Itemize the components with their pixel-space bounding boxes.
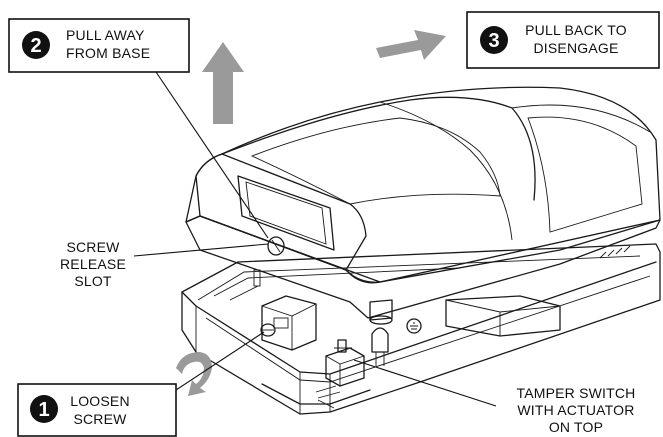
leader-tamper xyxy=(353,359,497,407)
loosen-rotate-arrow xyxy=(176,352,212,396)
screw-bracket xyxy=(261,295,317,351)
step-2-line1: PULL AWAY xyxy=(66,27,145,43)
tamper-switch xyxy=(325,339,365,387)
tamper-line1: TAMPER SWITCH xyxy=(516,385,635,401)
screw-release-line1: SCREW xyxy=(66,239,120,255)
loosen-screw xyxy=(260,323,276,337)
step-1-badge-icon xyxy=(30,395,58,423)
ground-symbol xyxy=(406,318,422,334)
step-3-line1: PULL BACK TO xyxy=(525,22,627,38)
tamper-switch-label: TAMPER SWITCH WITH ACTUATOR ON TOP xyxy=(516,385,635,435)
step-2-line2: FROM BASE xyxy=(66,45,150,61)
screw-release-line2: RELEASE xyxy=(60,256,126,272)
leader-screw-release xyxy=(133,243,269,257)
step-1-line2: SCREW xyxy=(73,411,127,427)
tamper-line3: ON TOP xyxy=(549,419,603,435)
led-component xyxy=(371,327,389,366)
step-1-line1: LOOSEN xyxy=(70,393,130,409)
pull-up-arrow xyxy=(202,42,244,124)
step-3-number: 3 xyxy=(488,30,499,52)
tamper-line2: WITH ACTUATOR xyxy=(517,402,634,418)
pull-back-arrow xyxy=(376,30,446,60)
detector-cover xyxy=(185,86,661,325)
screw-release-label: SCREW RELEASE SLOT xyxy=(60,239,126,289)
step-3-badge-icon xyxy=(480,26,508,54)
step-3-callout: 3 PULL BACK TO DISENGAGE xyxy=(466,11,660,69)
screw-release-line3: SLOT xyxy=(74,273,112,289)
step-2-callout: 2 PULL AWAY FROM BASE xyxy=(8,18,190,73)
step-2-badge-icon xyxy=(22,31,50,59)
leader-step2 xyxy=(155,71,269,239)
step-1-callout: 1 LOOSEN SCREW xyxy=(17,383,177,437)
step-3-line2: DISENGAGE xyxy=(533,40,618,56)
base-lower-block xyxy=(445,295,561,337)
base-plate xyxy=(181,243,661,415)
step-1-number: 1 xyxy=(38,399,49,421)
step-2-number: 2 xyxy=(30,35,41,57)
leader-step1 xyxy=(175,331,265,391)
